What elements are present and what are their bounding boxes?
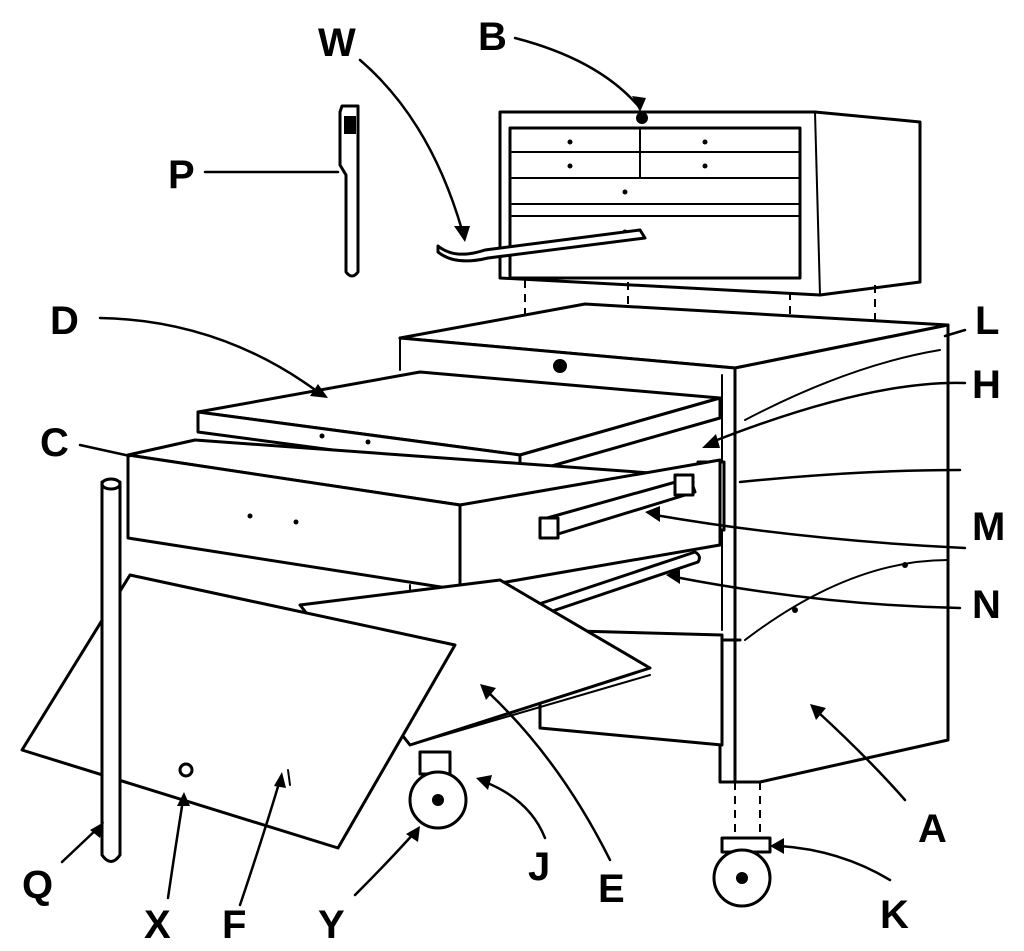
label-y: Y: [318, 903, 345, 947]
label-f: F: [222, 903, 246, 947]
cabinet-lock: [553, 359, 567, 373]
leg-post-cap: [100, 477, 122, 491]
label-m: M: [972, 505, 1005, 549]
side-rivet-2: [902, 562, 908, 568]
lower-shelf-edge: [539, 727, 721, 746]
leader-f: [238, 778, 282, 907]
leader-m: [653, 513, 967, 550]
arrow-n: [666, 568, 680, 584]
top-tool-chest: [498, 110, 922, 340]
chest-pull-3: [567, 163, 573, 169]
arrow-d: [310, 384, 328, 398]
chest-side-edge: [814, 111, 821, 296]
leader-y: [353, 830, 417, 897]
leader-l: [943, 328, 967, 338]
leg-post-shape: [100, 480, 122, 863]
chest-pull-2: [702, 139, 708, 145]
chest-pull-4: [702, 163, 708, 169]
leader-k: [778, 844, 892, 882]
arrow-b: [632, 96, 646, 112]
fold-panel-f: [20, 573, 457, 850]
caster-post-p: [338, 104, 360, 278]
leader-d: [98, 316, 320, 394]
leader-lines: [60, 36, 967, 907]
arrow-e: [480, 684, 496, 700]
side-rivet-1: [792, 607, 798, 613]
caster-k-hub: [736, 872, 748, 884]
label-d: D: [50, 299, 79, 343]
tray-d: [196, 370, 722, 477]
label-n: N: [972, 583, 1001, 627]
arrow-w: [454, 226, 470, 242]
label-w: W: [318, 21, 356, 65]
cabinet-side-panel: [733, 323, 950, 784]
label-h: H: [972, 363, 1001, 407]
label-x: X: [144, 903, 171, 947]
label-l: L: [975, 299, 999, 343]
side-panel-curve: [744, 559, 949, 641]
arrow-a: [810, 704, 826, 720]
label-k: K: [880, 893, 909, 937]
caster-j-hub: [432, 794, 444, 806]
arrow-k: [770, 838, 784, 854]
leader-b: [513, 36, 642, 110]
drawer-pull-2: [293, 519, 299, 525]
arrow-x: [177, 792, 190, 806]
leader-e: [486, 690, 612, 862]
leader-j: [483, 780, 547, 840]
main-cabinet: [398, 302, 950, 784]
arrow-m: [645, 506, 660, 522]
label-e: E: [598, 867, 625, 911]
part-labels: B W P D C L H M N A E J K Y F X Q: [22, 15, 1005, 947]
label-b: B: [478, 15, 507, 59]
leader-c: [78, 443, 132, 458]
leader-q: [60, 826, 100, 864]
chest-pull-1: [567, 139, 573, 145]
slide-rail-end-1: [538, 516, 560, 540]
leader-h: [710, 381, 967, 444]
slide-rail-m: [538, 473, 697, 540]
leg-post-q: [100, 477, 122, 863]
leader-h2: [738, 468, 962, 484]
shelf-edge: [409, 674, 651, 746]
label-c: C: [40, 421, 69, 465]
pull-handle-shape: [436, 228, 647, 263]
label-j: J: [528, 845, 550, 889]
tray-rivet-1: [319, 433, 325, 439]
label-p: P: [168, 153, 195, 197]
arrow-j: [476, 775, 492, 790]
support-bar-n: [513, 550, 701, 624]
arrow-q: [90, 822, 104, 838]
drawer-pull-1: [247, 513, 253, 519]
chest-pull-5: [622, 189, 628, 195]
leader-a: [816, 710, 907, 802]
label-q: Q: [22, 863, 53, 907]
side-panel-curve-top: [744, 349, 941, 421]
slide-rail-end-2: [673, 473, 695, 497]
arrow-h: [702, 434, 720, 448]
arrow-y: [406, 826, 420, 842]
caster-k: [712, 782, 772, 908]
fold-panel-surface: [20, 573, 457, 850]
tray-rivet-2: [365, 439, 371, 445]
caster-j: [408, 750, 468, 830]
leader-w: [358, 58, 464, 232]
pull-handle-w: [436, 228, 647, 263]
caster-post-slot: [344, 116, 356, 134]
caster-post-shape: [338, 104, 360, 278]
leader-n: [673, 575, 962, 610]
support-bar-shape: [513, 550, 701, 624]
fold-panel-mark: [287, 769, 291, 786]
fold-panel-pin: [178, 762, 194, 778]
arrow-f: [274, 772, 286, 788]
leader-x: [166, 798, 185, 900]
label-a: A: [918, 807, 947, 851]
chest-lock: [636, 112, 648, 124]
